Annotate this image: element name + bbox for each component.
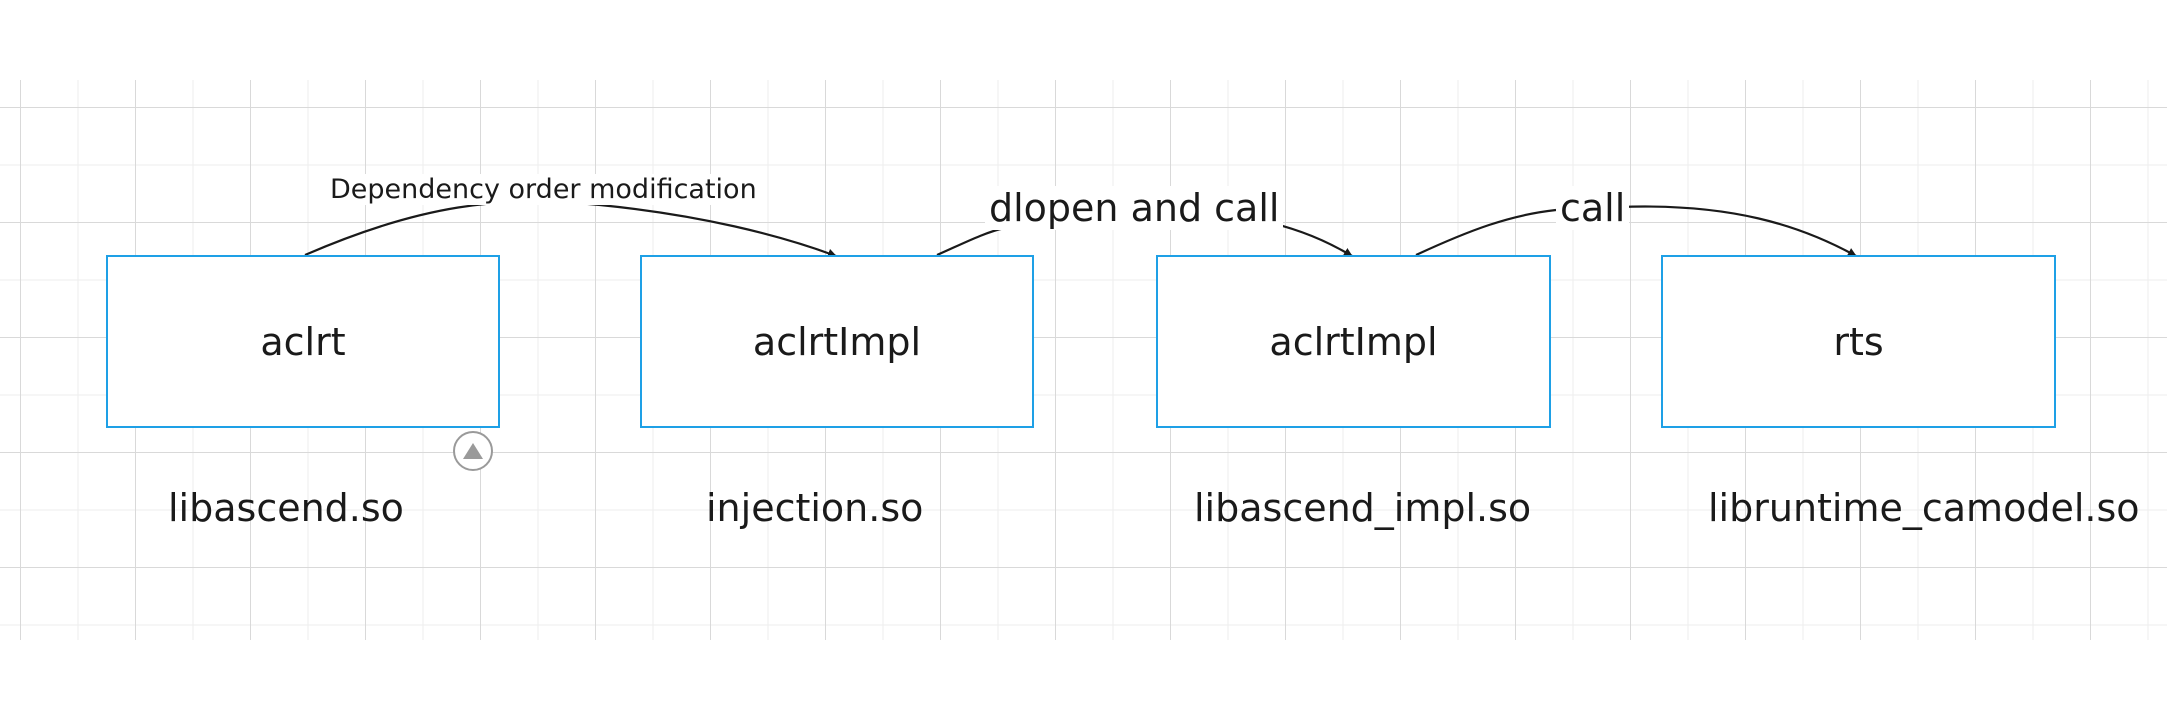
node-aclrtimpl-impl[interactable]: aclrtImpl [1156, 255, 1551, 428]
edge-call[interactable] [1415, 208, 1557, 256]
caption-injection: injection.so [706, 486, 924, 530]
node-aclrtimpl-injection-label: aclrtImpl [752, 319, 922, 364]
edge-label-dependency-order[interactable]: Dependency order modification [326, 174, 761, 205]
caption-libascend-impl: libascend_impl.so [1194, 486, 1532, 530]
edge-label-dlopen-call[interactable]: dlopen and call [985, 186, 1284, 230]
node-aclrtimpl-impl-label: aclrtImpl [1269, 319, 1438, 364]
selection-handle[interactable] [453, 431, 493, 471]
node-rts-label: rts [1833, 319, 1884, 364]
node-rts[interactable]: rts [1661, 255, 2056, 428]
edge-dependency-order[interactable] [304, 200, 837, 258]
triangle-up-icon [463, 443, 483, 459]
node-aclrt[interactable]: aclrt [106, 255, 500, 428]
edge-label-call[interactable]: call [1556, 186, 1630, 230]
node-aclrtimpl-injection[interactable]: aclrtImpl [640, 255, 1034, 428]
edge-call-end[interactable] [1619, 205, 1857, 257]
node-aclrt-label: aclrt [260, 319, 346, 364]
edge-dlopen-call[interactable] [936, 226, 1006, 257]
caption-libascend: libascend.so [168, 486, 404, 530]
caption-libruntime-camodel: libruntime_camodel.so [1708, 486, 2140, 530]
